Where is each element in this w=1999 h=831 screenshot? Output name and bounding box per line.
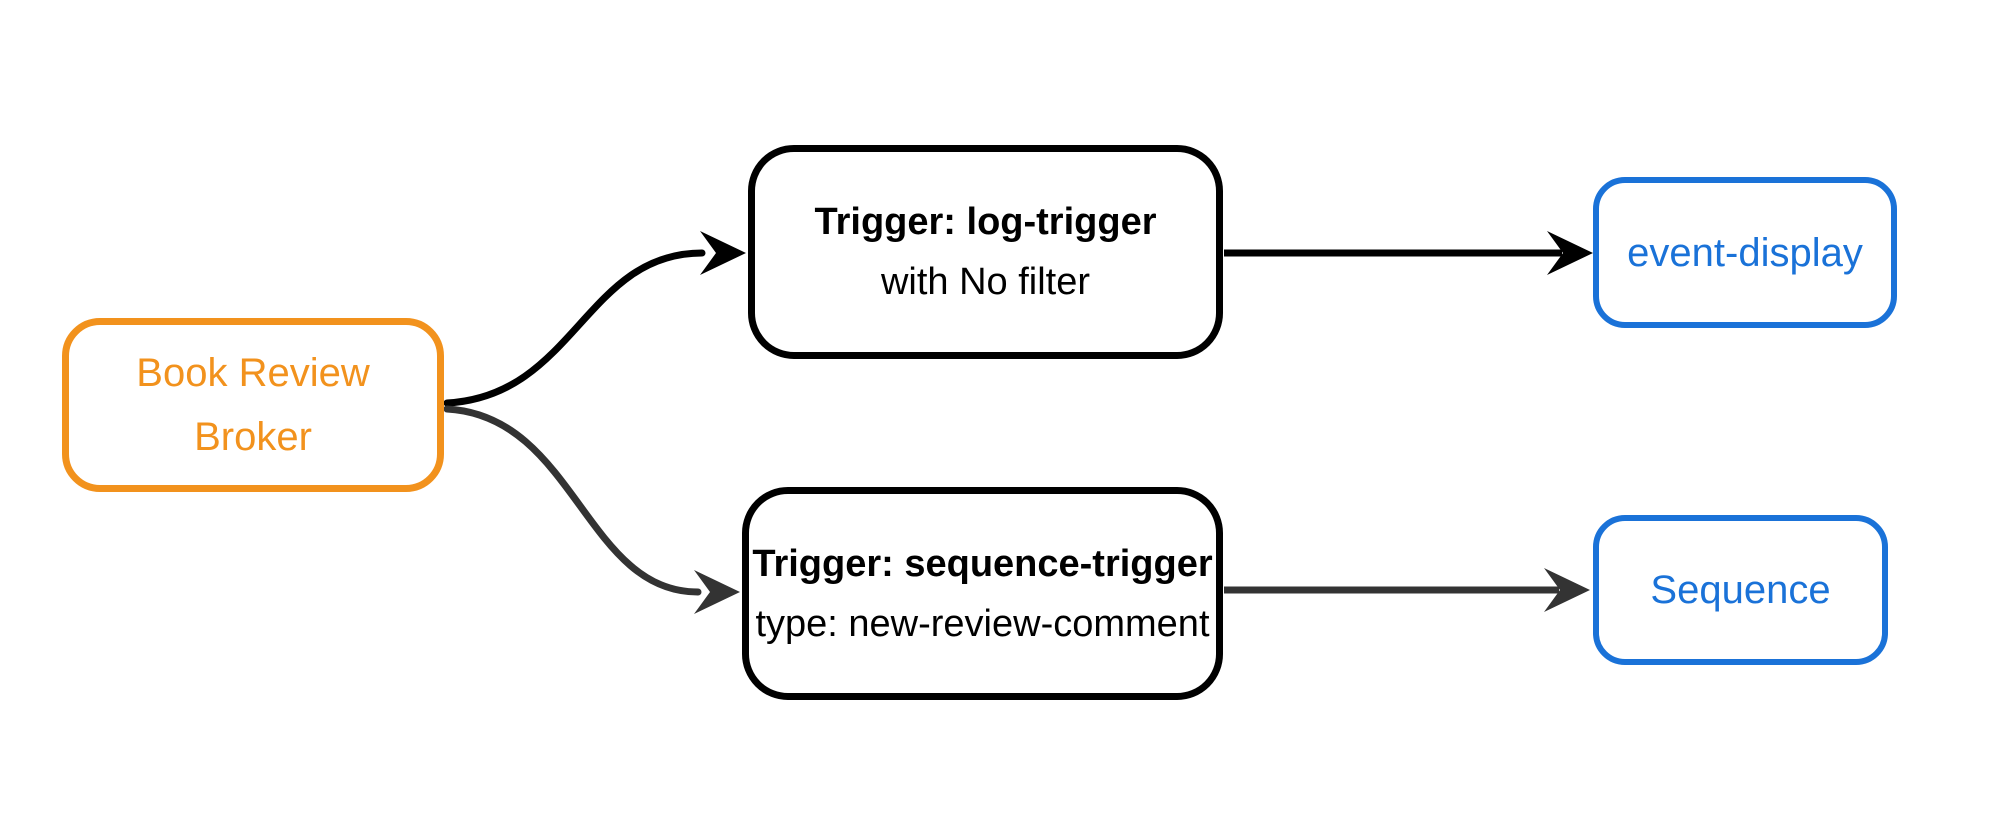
node-broker-label-line1: Book Review (136, 351, 370, 395)
node-trigger-log-title: Trigger: log-trigger (814, 201, 1157, 243)
arrowhead-broker-to-sequence-trigger (694, 570, 740, 614)
node-trigger-log-subtitle: with No filter (880, 261, 1091, 303)
node-trigger-sequence-subtitle: type: new-review-comment (755, 602, 1210, 645)
arrowhead-broker-to-log-trigger (700, 231, 746, 275)
node-broker: Book Review Broker (62, 318, 444, 492)
arrowhead-log-trigger-to-event-display (1547, 231, 1593, 275)
node-sequence: Sequence (1593, 515, 1888, 665)
node-sequence-label: Sequence (1650, 568, 1831, 612)
node-event-display: event-display (1593, 177, 1897, 328)
node-trigger-sequence-title: Trigger: sequence-trigger (752, 542, 1213, 585)
node-event-display-label: event-display (1627, 230, 1863, 275)
node-trigger-sequence: Trigger: sequence-trigger type: new-revi… (742, 487, 1223, 700)
arrowhead-sequence-trigger-to-sequence (1544, 568, 1590, 612)
edge-broker-to-log-trigger (443, 249, 706, 407)
edge-broker-to-sequence-trigger (443, 405, 702, 596)
node-trigger-log: Trigger: log-trigger with No filter (748, 145, 1223, 359)
node-broker-label-line2: Broker (194, 415, 312, 459)
